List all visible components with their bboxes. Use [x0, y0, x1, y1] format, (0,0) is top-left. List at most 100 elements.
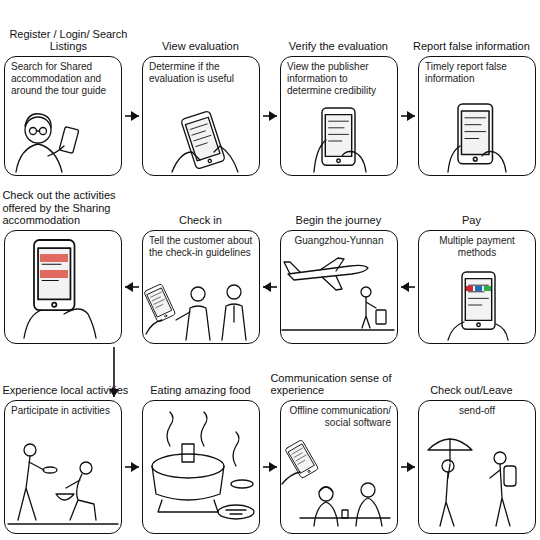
panel-heading-box: Check out/Leave [407, 384, 535, 397]
arrow-head [401, 282, 409, 292]
sketch-path [282, 329, 394, 330]
communication-scene [282, 440, 390, 526]
sketch-path [356, 498, 382, 526]
sketch-path [18, 456, 44, 520]
sketch-path [342, 152, 366, 173]
sketch-g [8, 104, 516, 526]
panel-caption-box: Participate in activities [5, 401, 121, 421]
sketch-path [176, 312, 190, 320]
arrow-head [269, 462, 277, 472]
sketch-path [201, 412, 207, 446]
sketch-use [144, 284, 176, 323]
sketch-path [496, 324, 508, 340]
sketch-path [214, 146, 238, 172]
sketch-rect [475, 286, 482, 291]
panel-heading-box: Check out the activities offered by the … [2, 189, 134, 227]
panel-caption-box: Search for Shared accommodation and arou… [5, 57, 121, 101]
flow-arrow [263, 462, 277, 472]
storyboard-panel: Report false informationTimely report fa… [418, 56, 536, 176]
panel-heading: Report false information [413, 40, 530, 52]
sketch-circle [319, 487, 333, 501]
flow-arrow [401, 282, 415, 292]
storyboard-panel: Communication sense of experienceOffline… [280, 400, 398, 534]
panel-caption-box: Determine if the evaluation is useful [143, 57, 259, 89]
panel-heading: Begin the journey [296, 214, 382, 226]
panel-heading-box: Communication sense of experience [270, 372, 406, 397]
phone-in-hands [172, 111, 238, 172]
storyboard-panel: PayMultiple payment methods [418, 230, 536, 344]
panel-caption: Offline communication/ social software [289, 405, 391, 428]
sketch-use [285, 440, 319, 479]
panel-caption: Determine if the evaluation is useful [149, 61, 234, 84]
sketch-g [181, 111, 226, 170]
panel-heading-box: Begin the journey [270, 214, 406, 227]
sketch-path [25, 114, 51, 128]
sketch-circle [24, 444, 36, 456]
panel-caption-box: Timely report false information [419, 57, 535, 89]
panel-heading: Pay [462, 214, 481, 226]
person-with-phone [16, 114, 79, 172]
phone-in-hand [314, 108, 366, 172]
sketch-ellipse [43, 467, 57, 473]
sketch-circle [40, 128, 47, 135]
sketch-path [37, 130, 40, 131]
sketch-use [322, 108, 355, 165]
sketch-path [158, 500, 218, 512]
sketch-path [448, 322, 464, 340]
arrow-head [131, 111, 139, 121]
storyboard-panel: Check inTell the customer about the chec… [142, 230, 260, 344]
storyboard-panel: Register / Login/ Search ListingsSearch … [4, 56, 122, 176]
panel-caption: Multiple payment methods [439, 235, 515, 258]
sketch-ellipse [218, 505, 254, 519]
sketch-g [285, 440, 319, 479]
payment-phone [448, 272, 508, 340]
storyboard-panel: Check out/Leavesend-off [418, 400, 536, 534]
sketch-path [64, 309, 96, 338]
sketch-path [448, 146, 460, 172]
sketch-path [490, 464, 510, 526]
sketch-rect [40, 270, 68, 278]
storyboard-panel: Eating amazing food [142, 400, 260, 534]
sketch-path [449, 439, 450, 462]
panel-caption-box: send-off [419, 401, 535, 421]
sketch-path [186, 306, 210, 340]
sketch-path [320, 258, 344, 290]
sketch-path [16, 144, 62, 172]
send-off-scene [428, 439, 516, 526]
sketch-rect [504, 466, 516, 486]
storyboard-panel: Begin the journeyGuangzhou-Yunnan [280, 230, 398, 344]
sketch-path [314, 140, 326, 172]
sketch-g [34, 240, 75, 310]
panel-heading: Check out the activities offered by the … [2, 189, 115, 226]
sketch-use [458, 104, 493, 164]
arrow-head [125, 282, 133, 292]
sketch-rect [484, 286, 491, 291]
panel-heading-box: Pay [407, 214, 535, 227]
sketch-circle [191, 287, 205, 301]
check-in-scene [144, 284, 246, 340]
flow-arrow [401, 462, 415, 472]
panel-heading: Verify the evaluation [289, 40, 388, 52]
panel-heading: Experience local activities [2, 384, 128, 396]
arrow-head [131, 462, 139, 472]
sketch-g [322, 108, 355, 165]
arrow-head [269, 111, 277, 121]
sketch-path [152, 466, 224, 500]
sketch-use [181, 111, 226, 170]
panel-heading: Communication sense of experience [270, 372, 391, 397]
storyboard-panel: Verify the evaluationView the publisher … [280, 56, 398, 176]
panel-heading: Register / Login/ Search Listings [9, 28, 127, 53]
flow-arrow [125, 282, 139, 292]
panel-caption: Participate in activities [11, 405, 110, 416]
panel-caption-box: Multiple payment methods [419, 231, 535, 263]
sketch-circle [361, 483, 375, 497]
flow-arrow [401, 111, 415, 121]
sketch-g [144, 284, 176, 323]
sketch-path [282, 472, 300, 484]
storyboard-panel: Experience local activitiesParticipate i… [4, 400, 122, 534]
panel-heading-box: Experience local activities [2, 384, 134, 397]
sketch-path [482, 152, 506, 173]
sketch-path [172, 152, 200, 172]
sketch-g [462, 272, 495, 329]
sketch-path [233, 306, 234, 322]
